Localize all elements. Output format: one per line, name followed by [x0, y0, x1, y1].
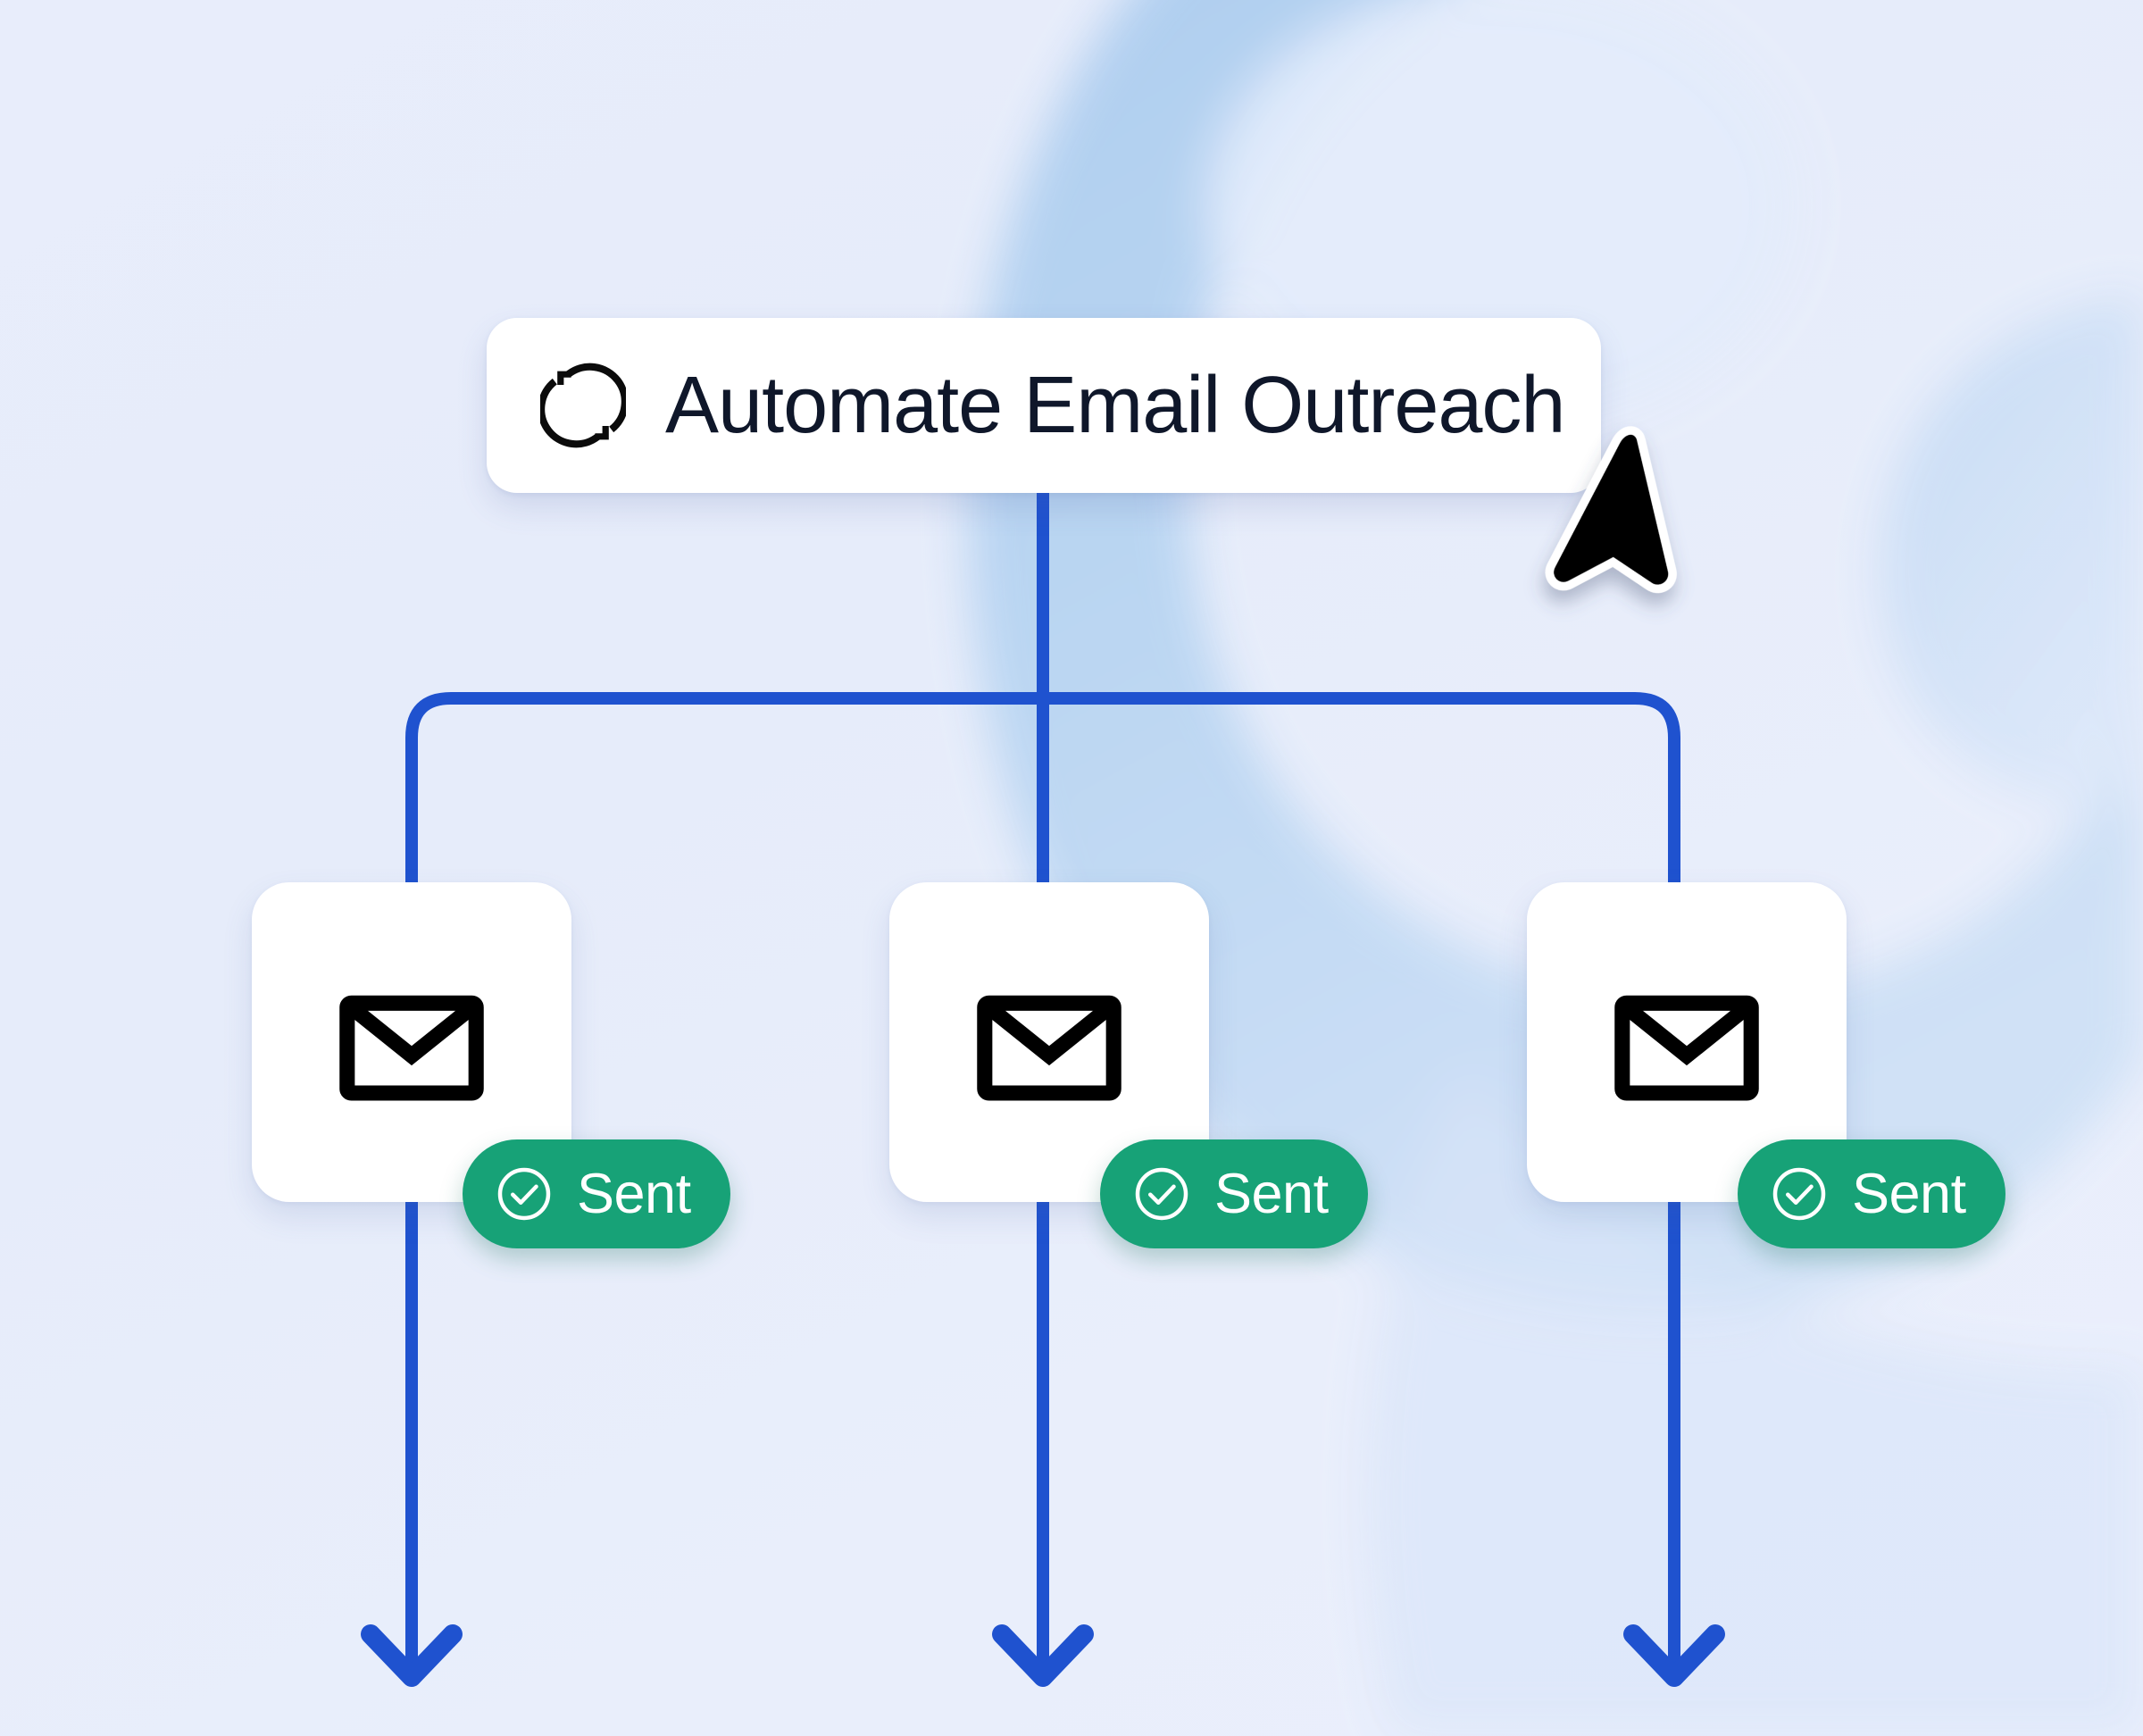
status-badge-label: Sent: [1214, 1162, 1329, 1225]
status-badge-sent-3[interactable]: Sent: [1738, 1139, 2005, 1248]
page-title: Automate Email Outreach: [665, 361, 1565, 450]
node-3-arrowhead: [1623, 1624, 1725, 1687]
envelope-icon: [1602, 957, 1772, 1127]
node-1-arrowhead: [361, 1624, 463, 1687]
check-circle-icon: [495, 1164, 577, 1223]
status-badge-label: Sent: [1852, 1162, 1966, 1225]
status-badge-label: Sent: [577, 1162, 691, 1225]
envelope-icon: [964, 957, 1134, 1127]
node-2-arrowhead: [992, 1624, 1094, 1687]
workflow-branch-connector: [405, 692, 1680, 877]
automation-title-card[interactable]: Automate Email Outreach: [487, 318, 1601, 493]
check-circle-icon: [1132, 1164, 1214, 1223]
envelope-icon: [327, 957, 496, 1127]
status-badge-sent-2[interactable]: Sent: [1100, 1139, 1368, 1248]
refresh-sync-icon: [540, 363, 665, 448]
status-badge-sent-1[interactable]: Sent: [463, 1139, 730, 1248]
check-circle-icon: [1770, 1164, 1852, 1223]
